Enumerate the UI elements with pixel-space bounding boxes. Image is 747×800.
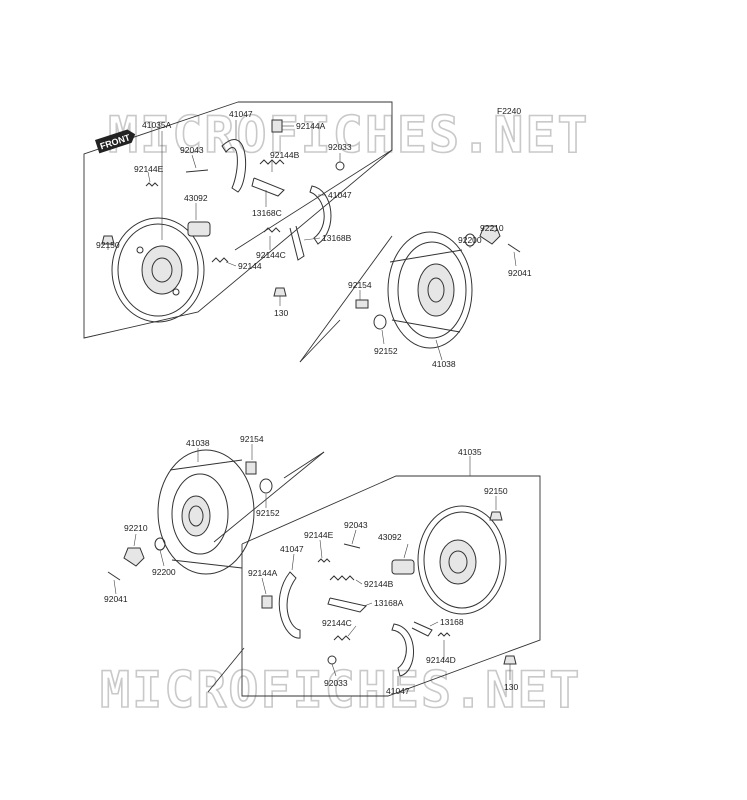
label-lower-92152: 92152 xyxy=(256,508,280,518)
label-lower-41038: 41038 xyxy=(186,438,210,448)
label-upper-92144E: 92144E xyxy=(134,164,164,174)
lower-assembly: 41038 92154 41035 92152 92150 92210 9220… xyxy=(104,434,541,697)
label-upper-41047-b: 41047 xyxy=(328,190,352,200)
drum-frame-line xyxy=(213,451,325,543)
clip-92144A-lower xyxy=(261,595,273,609)
wheel-frame-line xyxy=(299,235,393,363)
lever-13168A xyxy=(327,597,367,613)
label-lower-92200: 92200 xyxy=(152,567,176,577)
lower-leaders xyxy=(113,444,511,686)
label-upper-92144A: 92144A xyxy=(296,121,326,131)
label-lower-92144B: 92144B xyxy=(364,579,394,589)
label-upper-92144B: 92144B xyxy=(270,150,300,160)
bolt-130-upper xyxy=(273,287,287,297)
label-lower-92043: 92043 xyxy=(344,520,368,530)
nut-92210-upper xyxy=(479,225,501,245)
label-lower-43092: 43092 xyxy=(378,532,402,542)
spring-92144C-upper xyxy=(263,227,281,233)
bolt-130-lower xyxy=(503,655,517,665)
label-lower-92144D: 92144D xyxy=(426,655,456,665)
watermark-bottom: MICROFICHES.NET xyxy=(100,661,582,719)
stud-92154-lower xyxy=(245,461,257,475)
label-upper-41035A: 41035A xyxy=(142,120,172,130)
label-lower-13168: 13168 xyxy=(440,617,464,627)
label-upper-43092: 43092 xyxy=(184,193,208,203)
drum-frame-line-2 xyxy=(283,451,325,479)
pin-92043-lower xyxy=(343,543,361,549)
label-upper-92210: 92210 xyxy=(480,223,504,233)
label-lower-92144E: 92144E xyxy=(304,530,334,540)
upper-frame xyxy=(83,101,393,339)
brake-shoe-lower-a xyxy=(278,571,301,639)
spring-92144B-lower xyxy=(329,575,355,581)
label-lower-92144A: 92144A xyxy=(248,568,278,578)
label-lower-41047-a: 41047 xyxy=(280,544,304,554)
label-lower-92154: 92154 xyxy=(240,434,264,444)
brake-shoe-upper-b xyxy=(309,185,332,245)
label-lower-92033: 92033 xyxy=(324,678,348,688)
label-upper-92041: 92041 xyxy=(508,268,532,278)
clip-92144A-upper xyxy=(271,119,283,133)
label-lower-13168A: 13168A xyxy=(374,598,404,608)
lever-13168B xyxy=(289,225,305,261)
label-lower-92210: 92210 xyxy=(124,523,148,533)
washer-92152-lower xyxy=(259,478,273,494)
brake-shoe-lower-b xyxy=(391,623,414,677)
figure-code: F2240 xyxy=(497,106,521,116)
stud-92154-upper xyxy=(355,299,369,309)
label-upper-130: 130 xyxy=(274,308,288,318)
wheel-cylinder-lower xyxy=(391,559,415,575)
lever-13168C xyxy=(251,177,285,197)
label-upper-92033: 92033 xyxy=(328,142,352,152)
wheel-cylinder-upper xyxy=(187,221,211,237)
lower-frame-line xyxy=(207,647,245,693)
label-upper-41047-a: 41047 xyxy=(229,109,253,119)
wheel-frame-line-2 xyxy=(299,319,341,363)
lower-frame xyxy=(241,475,541,697)
label-lower-92150: 92150 xyxy=(484,486,508,496)
label-upper-92154: 92154 xyxy=(348,280,372,290)
label-lower-41035: 41035 xyxy=(458,447,482,457)
bolt-92150-lower xyxy=(489,511,503,521)
label-upper-92144C: 92144C xyxy=(256,250,286,260)
nut-92210-lower xyxy=(123,547,145,567)
brake-drum-upper xyxy=(387,231,473,349)
watermark-top: MICROFICHES.NET xyxy=(108,106,590,164)
label-lower-92144C: 92144C xyxy=(322,618,352,628)
upper-frame-diagonal xyxy=(234,149,393,251)
upper-leaders xyxy=(107,120,517,361)
label-upper-13168C: 13168C xyxy=(252,208,282,218)
spring-92144E-lower xyxy=(317,558,331,563)
backing-plate-lower xyxy=(417,505,507,615)
pin-92041-lower xyxy=(107,571,121,581)
brake-shoe-upper-a xyxy=(221,139,247,193)
label-upper-13168B: 13168B xyxy=(322,233,352,243)
backing-plate-upper xyxy=(111,217,205,323)
label-upper-92152: 92152 xyxy=(374,346,398,356)
spring-92144D-lower xyxy=(437,632,451,637)
label-lower-130: 130 xyxy=(504,682,518,692)
label-upper-92144: 92144 xyxy=(238,261,262,271)
pin-92041-upper xyxy=(507,243,521,253)
washer-92152-upper xyxy=(373,314,387,330)
label-lower-41047-b: 41047 xyxy=(386,686,410,696)
label-upper-92200: 92200 xyxy=(458,235,482,245)
pin-92043-upper xyxy=(185,169,209,173)
label-upper-92150: 92150 xyxy=(96,240,120,250)
brake-drum-lower xyxy=(157,449,255,575)
label-upper-41038: 41038 xyxy=(432,359,456,369)
label-upper-92043: 92043 xyxy=(180,145,204,155)
lever-13168 xyxy=(411,621,433,637)
spring-92144E-upper xyxy=(145,182,159,187)
spring-92144-upper xyxy=(211,257,229,263)
spring-92144C-lower xyxy=(333,635,351,641)
bolt-92150-upper xyxy=(101,235,115,245)
label-lower-92041: 92041 xyxy=(104,594,128,604)
washer-92200-lower xyxy=(154,537,166,551)
